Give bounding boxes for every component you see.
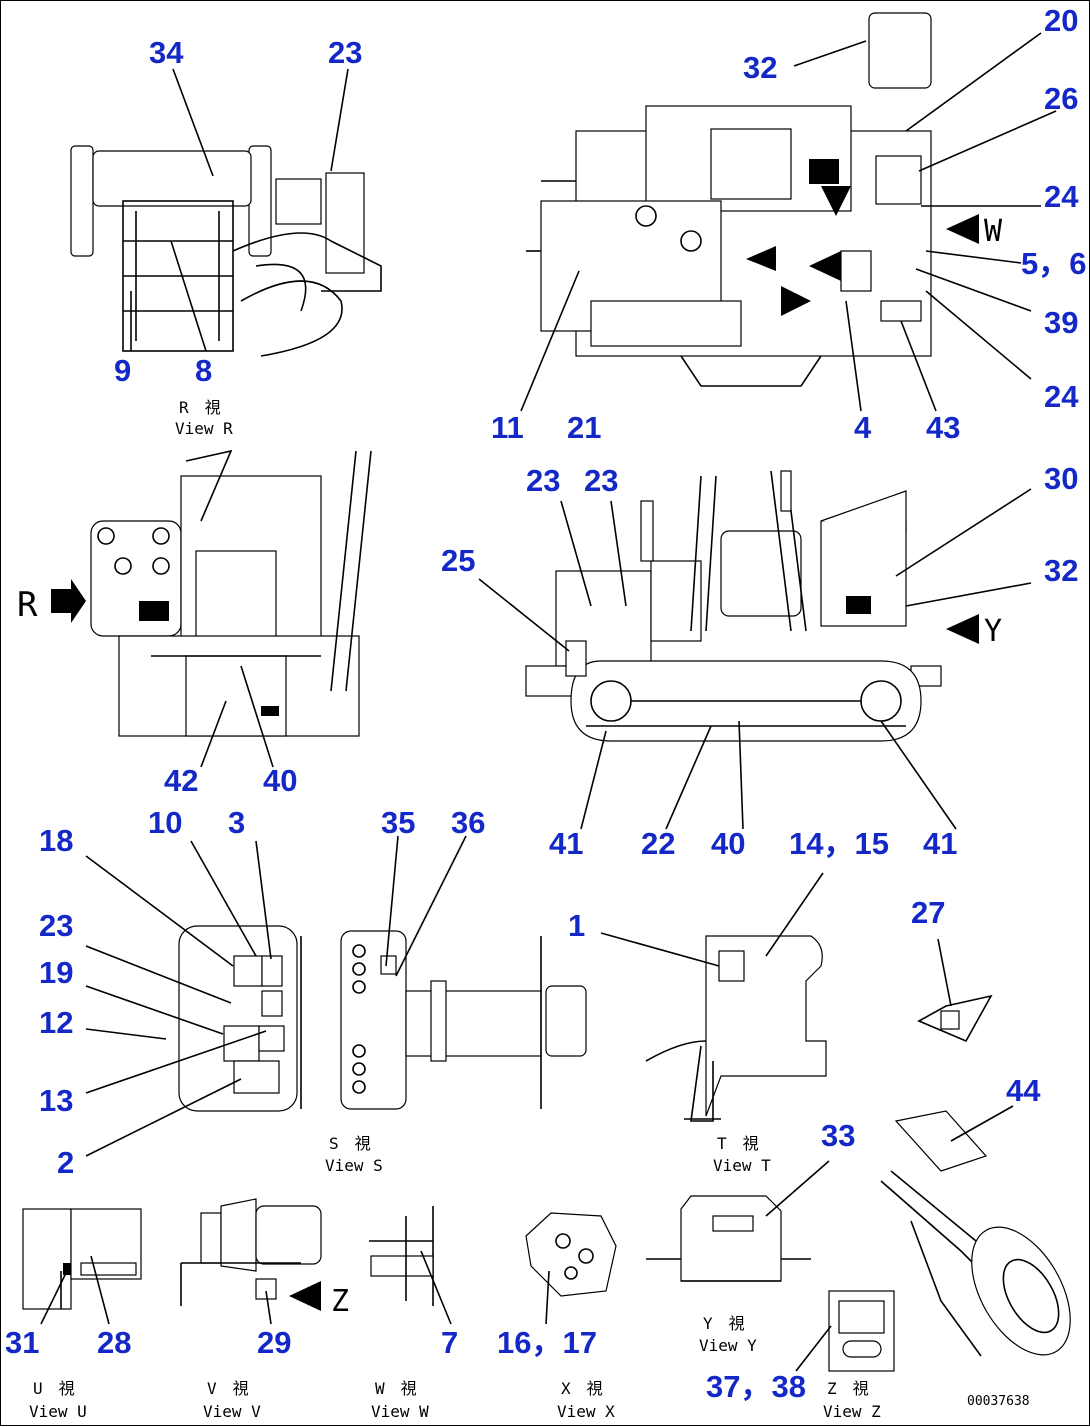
callout-31: 31 — [5, 1325, 39, 1360]
part-44-drawing — [880, 1110, 1071, 1357]
caption-view-w-jp: W 視 — [375, 1379, 417, 1398]
side-view-drawing — [525, 470, 979, 742]
callout-28: 28 — [97, 1325, 131, 1360]
callout-30: 30 — [1044, 461, 1078, 496]
callout-24-lower: 24 — [1044, 379, 1079, 414]
callout-7: 7 — [441, 1325, 458, 1360]
callout-20: 20 — [1044, 3, 1078, 38]
view-y-marker: Y — [984, 614, 1002, 649]
callout-23-side-b: 23 — [584, 463, 618, 498]
callout-40-rear: 40 — [263, 763, 297, 798]
callout-11: 11 — [491, 410, 524, 445]
callout-29: 29 — [257, 1325, 291, 1360]
callout-4: 4 — [854, 410, 872, 445]
view-w-drawing — [369, 1206, 434, 1306]
callout-43: 43 — [926, 410, 960, 445]
callout-25: 25 — [441, 543, 475, 578]
caption-view-r-en: View R — [175, 419, 233, 438]
caption-view-x-jp: X 視 — [561, 1379, 603, 1398]
caption-view-t-en: View T — [713, 1156, 771, 1175]
top-view-drawing — [526, 12, 979, 387]
callout-41-left: 41 — [549, 826, 583, 861]
caption-view-u-jp: U 視 — [33, 1379, 75, 1398]
caption-view-t-jp: T 視 — [717, 1134, 759, 1153]
caption-view-z-jp: Z 視 — [827, 1379, 869, 1398]
callout-24-upper: 24 — [1044, 179, 1079, 214]
callout-34: 34 — [149, 35, 184, 70]
rear-view-drawing — [51, 449, 372, 737]
view-w-marker: W — [984, 214, 1003, 249]
callout-22: 22 — [641, 826, 675, 861]
callout-41-right: 41 — [923, 826, 957, 861]
callout-2: 2 — [57, 1145, 74, 1180]
view-r-drawing — [70, 145, 382, 357]
callout-32-side: 32 — [1044, 553, 1078, 588]
callout-21: 21 — [567, 410, 601, 445]
callout-9: 9 — [114, 353, 131, 388]
callout-35: 35 — [381, 805, 415, 840]
callout-14-15: 14，15 — [789, 826, 889, 861]
caption-view-y-en: View Y — [699, 1336, 757, 1355]
caption-view-s-en: View S — [325, 1156, 383, 1175]
callout-36: 36 — [451, 805, 485, 840]
callout-8: 8 — [195, 353, 212, 388]
caption-view-r-jp: R 視 — [179, 398, 221, 417]
view-v-drawing — [180, 1198, 322, 1311]
callout-18: 18 — [39, 823, 73, 858]
view-z-drawing — [828, 1290, 895, 1372]
caption-view-v-en: View V — [203, 1402, 261, 1421]
callout-12: 12 — [39, 1005, 73, 1040]
drawing-number: 00037638 — [967, 1394, 1030, 1409]
view-x-drawing — [525, 1212, 617, 1297]
callout-37-38: 37，38 — [706, 1369, 806, 1404]
callout-26: 26 — [1044, 81, 1078, 116]
callout-10: 10 — [148, 805, 182, 840]
view-y-drawing — [646, 1195, 811, 1282]
callout-16-17: 16，17 — [497, 1325, 597, 1360]
view-u-drawing — [22, 1208, 142, 1310]
view-z-marker: Z — [331, 1284, 349, 1319]
callout-44: 44 — [1006, 1073, 1041, 1108]
view-s-drawing — [178, 925, 587, 1112]
part-27-drawing — [917, 994, 993, 1043]
callout-39: 39 — [1044, 305, 1078, 340]
callout-23-view-s: 23 — [39, 908, 73, 943]
callout-32-top: 32 — [743, 50, 777, 85]
caption-view-u-en: View U — [29, 1402, 87, 1421]
callout-42: 42 — [164, 763, 198, 798]
callout-23-view-r: 23 — [328, 35, 362, 70]
callout-27: 27 — [911, 895, 945, 930]
callout-1: 1 — [568, 908, 585, 943]
view-r-marker: R — [17, 585, 38, 625]
callout-13: 13 — [39, 1083, 73, 1118]
callout-3: 3 — [228, 805, 245, 840]
caption-view-x-en: View X — [557, 1402, 615, 1421]
caption-view-s-jp: S 視 — [329, 1134, 371, 1153]
caption-view-z-en: View Z — [823, 1402, 881, 1421]
view-t-drawing — [645, 935, 827, 1122]
callout-23-side-a: 23 — [526, 463, 560, 498]
caption-view-w-en: View W — [371, 1402, 429, 1421]
callout-5-6: 5，6 — [1021, 246, 1086, 281]
caption-view-y-jp: Y 視 — [703, 1314, 745, 1333]
caption-view-v-jp: V 視 — [207, 1379, 249, 1398]
callout-33: 33 — [821, 1118, 855, 1153]
callout-40-side: 40 — [711, 826, 745, 861]
callout-19: 19 — [39, 955, 73, 990]
